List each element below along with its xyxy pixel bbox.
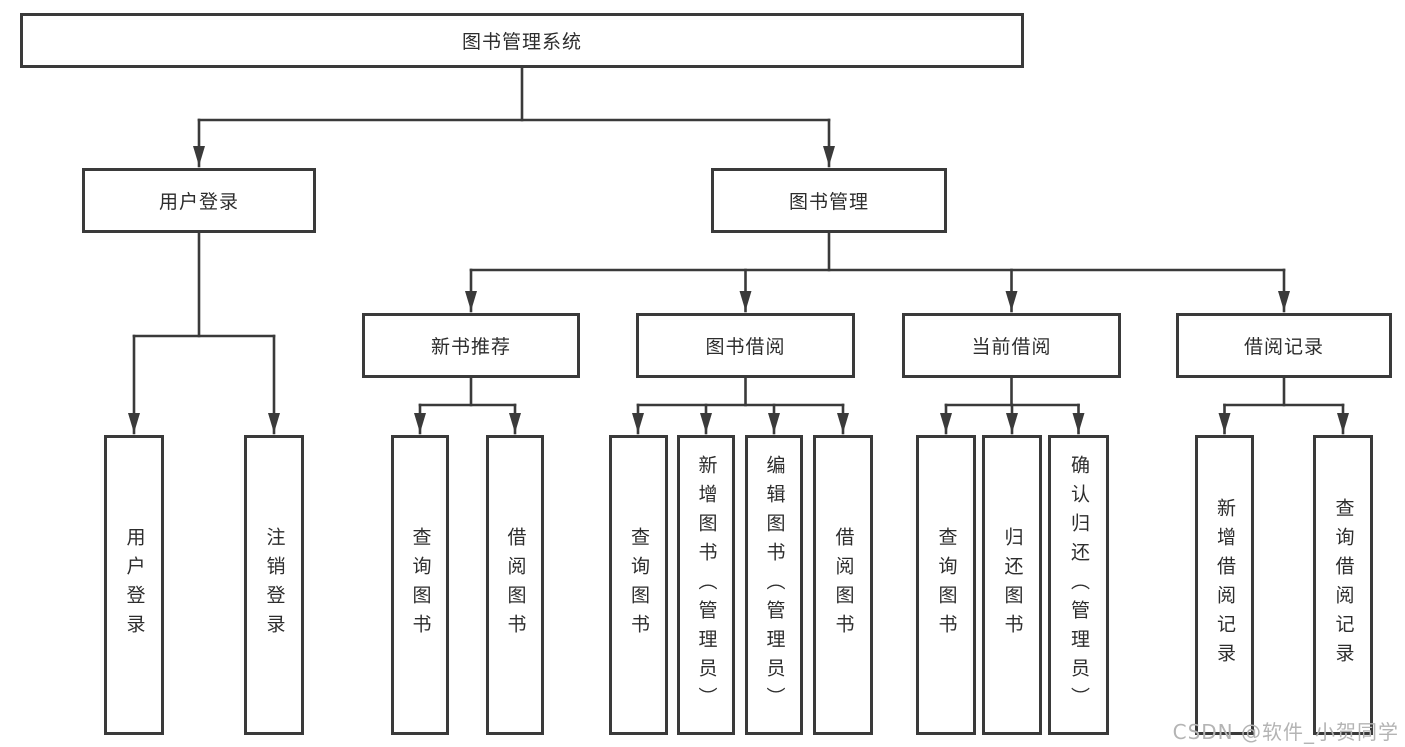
node-current-borrowing-label: 当前借阅 bbox=[971, 336, 1052, 358]
leaf-borrow-books-2-label: 借阅图书 bbox=[832, 527, 855, 643]
node-new-book-recommend-label: 新书推荐 bbox=[430, 336, 511, 358]
node-user-login: 用户登录 bbox=[82, 168, 316, 233]
leaf-confirm-return-admin: 确认归还（管理员） bbox=[1048, 435, 1109, 735]
leaf-query-books-3: 查询图书 bbox=[916, 435, 976, 735]
leaf-add-borrow-record: 新增借阅记录 bbox=[1195, 435, 1254, 735]
leaf-query-borrow-record: 查询借阅记录 bbox=[1313, 435, 1373, 735]
node-borrowing-records: 借阅记录 bbox=[1176, 313, 1392, 378]
leaf-query-books-3-label: 查询图书 bbox=[935, 527, 958, 643]
node-book-management-label: 图书管理 bbox=[788, 191, 869, 213]
leaf-borrow-books-1: 借阅图书 bbox=[486, 435, 544, 735]
leaf-query-books-1: 查询图书 bbox=[391, 435, 449, 735]
leaf-return-books-label: 归还图书 bbox=[1001, 527, 1024, 643]
leaf-borrow-books-2: 借阅图书 bbox=[813, 435, 873, 735]
leaf-query-books-2-label: 查询图书 bbox=[628, 527, 650, 643]
leaf-query-borrow-record-label: 查询借阅记录 bbox=[1332, 498, 1355, 672]
leaf-return-books: 归还图书 bbox=[982, 435, 1042, 735]
leaf-logout-label: 注销登录 bbox=[263, 527, 286, 643]
leaf-add-books-admin-label: 新增图书（管理员） bbox=[695, 454, 718, 716]
node-book-borrowing: 图书借阅 bbox=[636, 313, 855, 378]
node-user-login-label: 用户登录 bbox=[158, 191, 239, 213]
leaf-edit-books-admin-label: 编辑图书（管理员） bbox=[763, 454, 786, 716]
leaf-logout: 注销登录 bbox=[244, 435, 304, 735]
leaf-add-borrow-record-label: 新增借阅记录 bbox=[1214, 498, 1236, 672]
node-root-label: 图书管理系统 bbox=[461, 31, 582, 53]
leaf-query-books-1-label: 查询图书 bbox=[409, 527, 432, 643]
node-book-borrowing-label: 图书借阅 bbox=[705, 336, 786, 358]
leaf-user-login-label: 用户登录 bbox=[123, 527, 146, 643]
leaf-edit-books-admin: 编辑图书（管理员） bbox=[745, 435, 803, 735]
leaf-borrow-books-1-label: 借阅图书 bbox=[504, 527, 527, 643]
node-borrowing-records-label: 借阅记录 bbox=[1243, 336, 1324, 358]
leaf-query-books-2: 查询图书 bbox=[609, 435, 668, 735]
leaf-confirm-return-admin-label: 确认归还（管理员） bbox=[1068, 454, 1090, 716]
node-new-book-recommend: 新书推荐 bbox=[362, 313, 580, 378]
watermark-text: CSDN @软件_小贺同学 bbox=[1172, 720, 1399, 744]
node-root: 图书管理系统 bbox=[20, 13, 1024, 68]
node-current-borrowing: 当前借阅 bbox=[902, 313, 1121, 378]
leaf-user-login: 用户登录 bbox=[104, 435, 164, 735]
leaf-add-books-admin: 新增图书（管理员） bbox=[677, 435, 735, 735]
node-book-management: 图书管理 bbox=[711, 168, 947, 233]
